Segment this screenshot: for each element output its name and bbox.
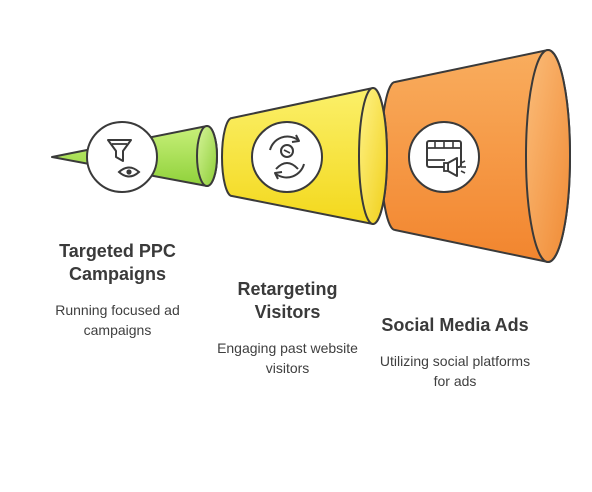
stage-social-description: Utilizing social platforms for ads: [379, 353, 531, 389]
stage-social-label: Social Media Ads Utilizing social platfo…: [375, 314, 535, 391]
stage-ppc-label: Targeted PPC Campaigns Running focused a…: [30, 240, 205, 340]
stage-ppc-title: Targeted PPC Campaigns: [59, 241, 176, 284]
stage-retargeting-description: Engaging past website visitors: [217, 340, 358, 376]
retargeting-user-icon: [251, 121, 323, 193]
stage-ppc-description: Running focused ad campaigns: [55, 302, 180, 338]
stage-social-title: Social Media Ads: [381, 315, 529, 335]
video-megaphone-icon: [408, 121, 480, 193]
stage-retargeting-label: Retargeting Visitors Engaging past websi…: [210, 278, 365, 378]
stage-retargeting-title: Retargeting Visitors: [237, 279, 338, 322]
funnel-eye-icon: [86, 121, 158, 193]
